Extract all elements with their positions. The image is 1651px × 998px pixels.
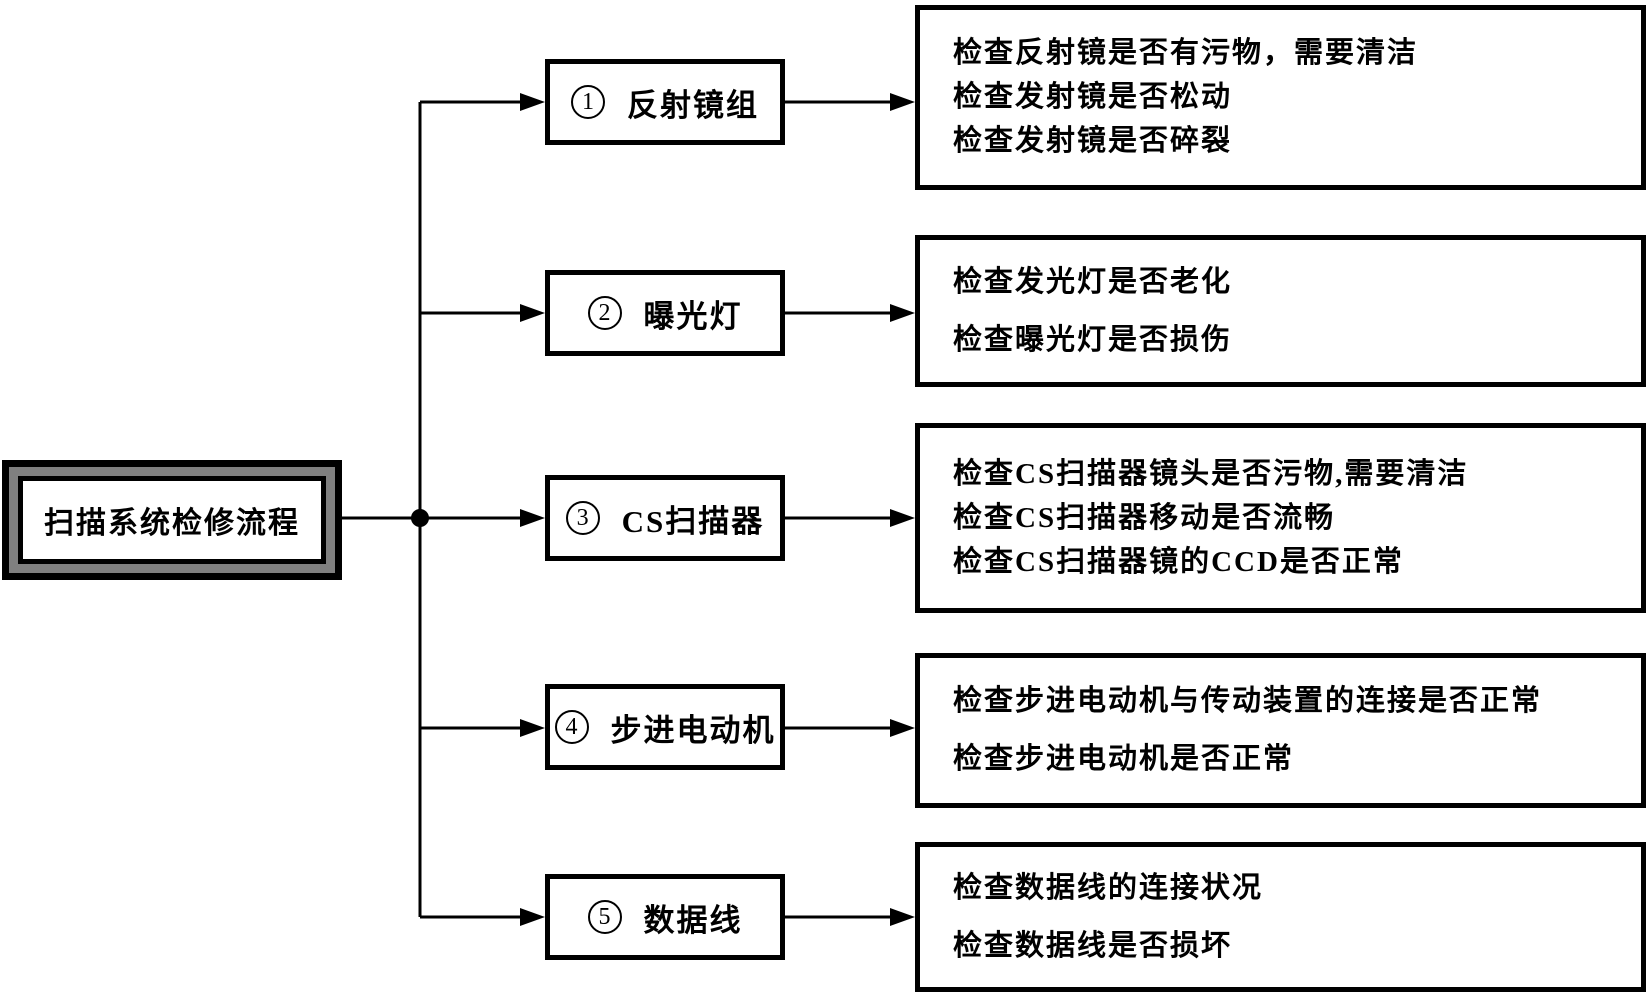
branch-node-5: 5 数据线 (545, 874, 785, 960)
check-item: 检查步进电动机是否正常 (953, 743, 1295, 775)
branch-node-2: 2 曝光灯 (545, 270, 785, 356)
arrowhead-icon (520, 908, 545, 926)
branch-number-icon: 1 (571, 85, 605, 119)
branch-node-4: 4 步进电动机 (545, 684, 785, 770)
check-item: 检查CS扫描器镜的CCD是否正常 (953, 545, 1404, 578)
check-item: 检查曝光灯是否损伤 (953, 323, 1233, 356)
branch-label: 反射镜组 (627, 87, 759, 123)
check-item: 检查数据线是否损坏 (953, 929, 1233, 962)
arrowhead-icon (890, 93, 915, 111)
check-item: 检查发射镜是否碎裂 (953, 125, 1233, 157)
branch-label: 曝光灯 (643, 298, 743, 334)
branch-label: 数据线 (643, 902, 743, 938)
check-item: 检查数据线的连接状况 (953, 871, 1264, 904)
arrowhead-icon (890, 719, 915, 737)
branch-number-icon: 3 (565, 501, 600, 535)
branch-number-icon: 4 (554, 710, 589, 744)
check-item: 检查反射镜是否有污物，需要清洁 (953, 37, 1419, 69)
detail-node-3: 检查CS扫描器镜头是否污物,需要清洁 检查CS扫描器移动是否流畅 检查CS扫描器… (915, 423, 1646, 613)
check-item: 检查步进电动机与传动装置的连接是否正常 (953, 685, 1543, 717)
root-node-inner: 扫描系统检修流程 (18, 476, 326, 564)
branch-label: 步进电动机 (610, 712, 776, 748)
branch-label: CS扫描器 (621, 503, 765, 539)
arrowhead-icon (520, 719, 545, 737)
arrowhead-icon (520, 93, 545, 111)
arrowhead-icon (520, 304, 545, 322)
arrowhead-icon (890, 509, 915, 527)
arrowhead-icon (890, 908, 915, 926)
check-item: 检查CS扫描器移动是否流畅 (953, 501, 1336, 534)
arrowhead-icon (890, 304, 915, 322)
root-label: 扫描系统检修流程 (44, 507, 300, 540)
check-item: 检查发光灯是否老化 (953, 265, 1233, 298)
branch-number-icon: 5 (587, 900, 622, 934)
branch-number-icon: 2 (587, 296, 622, 330)
detail-node-5: 检查数据线的连接状况 检查数据线是否损坏 (915, 842, 1646, 992)
root-node: 扫描系统检修流程 (2, 460, 342, 580)
branch-node-3: 3 CS扫描器 (545, 475, 785, 561)
arrowhead-icon (520, 509, 545, 527)
detail-node-1: 检查反射镜是否有污物，需要清洁 检查发射镜是否松动 检查发射镜是否碎裂 (915, 5, 1646, 190)
branch-node-1: 1 反射镜组 (545, 59, 785, 145)
check-item: 检查发射镜是否松动 (953, 81, 1233, 113)
detail-node-4: 检查步进电动机与传动装置的连接是否正常 检查步进电动机是否正常 (915, 653, 1646, 808)
detail-node-2: 检查发光灯是否老化 检查曝光灯是否损伤 (915, 235, 1646, 387)
check-item: 检查CS扫描器镜头是否污物,需要清洁 (953, 457, 1469, 490)
